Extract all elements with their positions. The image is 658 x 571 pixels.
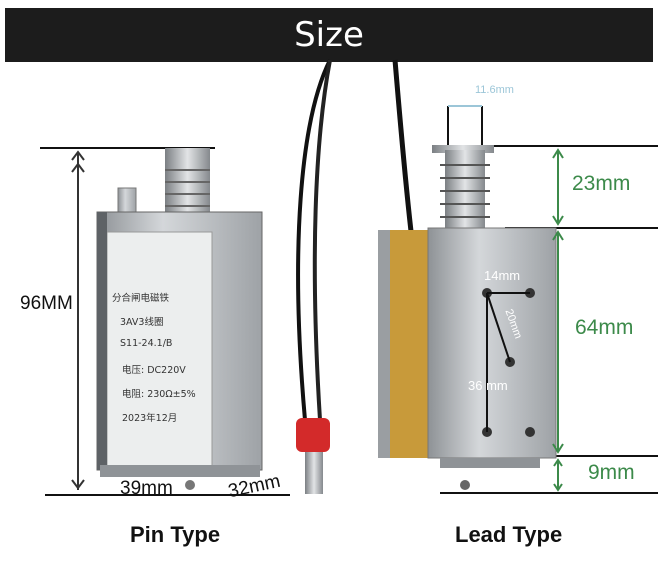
body-length-label: 64mm xyxy=(575,316,634,339)
lead-wires xyxy=(296,59,415,494)
label-line: 分合闸电磁铁 xyxy=(112,293,170,304)
label-line: 2023年12月 xyxy=(122,413,178,424)
lead-type-caption: Lead Type xyxy=(455,522,563,547)
pin-type-caption: Pin Type xyxy=(130,522,221,547)
plunger-width-label: 11.6mm xyxy=(475,84,514,96)
header-title: Size xyxy=(294,15,364,55)
header-banner: Size xyxy=(5,8,653,62)
plunger-length-label: 23mm xyxy=(572,172,631,195)
label-line: 电阻: 230Ω±5% xyxy=(122,389,196,400)
bottom-length-label: 9mm xyxy=(588,461,635,484)
lead-type-solenoid xyxy=(378,105,658,494)
pin-height-label: 96MM xyxy=(20,293,73,314)
label-line: S11-24.1/B xyxy=(120,338,173,349)
hole-spacing-horizontal: 14mm xyxy=(484,268,521,283)
pin-type-solenoid xyxy=(40,147,290,496)
label-line: 3AV3线圈 xyxy=(120,317,164,328)
label-line: 电压: DC220V xyxy=(122,365,186,376)
hole-spacing-vertical: 36 mm xyxy=(468,378,508,393)
pin-width-label: 39mm xyxy=(120,478,173,499)
